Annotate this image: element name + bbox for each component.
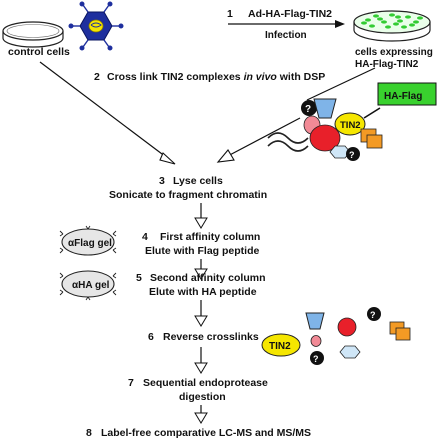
flag-gel-column-icon	[59, 225, 117, 256]
infected-cell-icon	[381, 20, 387, 24]
tin2-complex: ? TIN2 HA-Flag ?	[267, 82, 437, 161]
step-3-number: 3	[159, 175, 165, 187]
arrow-5-to-6	[194, 315, 208, 327]
infected-cell-icon	[377, 17, 383, 21]
infected-cell-icon	[369, 24, 375, 28]
step-8-number: 8	[86, 427, 92, 439]
infected-cell-icon	[385, 25, 391, 29]
tin2-free-icon	[261, 333, 301, 357]
step-4-number: 4	[142, 231, 148, 243]
control-to-lyse-arrow-line	[39, 61, 171, 161]
unknown-protein-icon	[301, 100, 317, 116]
adenovirus-icon	[68, 1, 124, 51]
dish-to-complex-line	[306, 67, 376, 101]
ha-gel-column-icon	[59, 270, 117, 301]
hexagon-protein-icon	[329, 145, 351, 159]
free-unknown-protein-icon	[367, 307, 381, 321]
infected-cell-icon	[389, 13, 395, 17]
step-8-line1: Label-free comparative LC-MS and MS/MS	[101, 427, 311, 439]
dish-label-line2: HA-Flag-TIN2	[355, 59, 419, 70]
free-pink-protein-icon	[310, 335, 322, 347]
infected-cell-icon	[401, 25, 407, 29]
step-1-sub: Infection	[265, 30, 307, 41]
step-5-number: 5	[136, 272, 142, 284]
complex-to-lyse-line	[223, 117, 301, 159]
infected-cell-icon	[405, 15, 411, 19]
infected-cell-icon	[365, 18, 371, 22]
arrow-6-to-7	[194, 362, 208, 374]
free-red-protein-icon	[337, 317, 357, 337]
arrow-4-to-5	[194, 268, 208, 280]
step-3-line2: Sonicate to fragment chromatin	[109, 189, 267, 201]
step-5-line1: Second affinity column	[150, 272, 266, 284]
control-cells-label: control cells	[8, 46, 70, 58]
step-7-line2: digestion	[179, 391, 226, 403]
step-7-line1: Sequential endoprotease	[143, 377, 268, 389]
infected-cell-icon	[361, 21, 367, 25]
red-protein-icon	[309, 124, 341, 152]
infected-cell-icon	[395, 15, 401, 19]
ha-flag-tag-icon	[377, 82, 437, 106]
step-3-line1: Lyse cells	[173, 175, 223, 187]
svg-text:TIN2: TIN2	[269, 341, 291, 352]
step-2-text: Cross link TIN2 complexes in vivo with D…	[107, 71, 325, 83]
step-2-number: 2	[94, 71, 100, 83]
step-5-line2: Elute with HA peptide	[149, 286, 257, 298]
free-hexagon-protein-icon	[339, 345, 361, 359]
svg-text:HA-Flag: HA-Flag	[384, 91, 422, 102]
complex-to-lyse-arrowhead	[216, 149, 235, 163]
flag-gel-label: αFlag gel	[68, 238, 112, 249]
infected-cell-icon	[409, 23, 415, 27]
control-cells-dish	[2, 21, 64, 48]
step-4-line1: First affinity column	[160, 231, 260, 243]
infected-cell-icon	[393, 22, 399, 26]
svg-text:?: ?	[305, 104, 311, 115]
ha-gel-label: αHA gel	[72, 280, 110, 291]
step-7-number: 7	[128, 377, 134, 389]
step-4-line2: Elute with Flag peptide	[145, 245, 259, 257]
svg-text:?: ?	[313, 354, 319, 364]
step-1-text: Ad-HA-Flag-TIN2	[248, 8, 332, 20]
blue-protein-icon	[313, 98, 337, 119]
infection-arrowhead	[335, 20, 345, 28]
svg-text:TIN2: TIN2	[340, 120, 361, 131]
step-1-number: 1	[227, 8, 233, 20]
released-proteins: TIN2 ? ?	[261, 307, 411, 365]
infected-cell-icon	[397, 19, 403, 23]
arrow-7-to-8	[194, 412, 208, 424]
free-blue-protein-icon	[305, 312, 325, 330]
chromatin-icon	[267, 132, 309, 152]
step-6-line1: Reverse crosslinks	[163, 331, 259, 343]
infected-cell-icon	[413, 20, 419, 24]
infected-cell-icon	[373, 14, 379, 18]
dish-label-line1: cells expressing	[355, 47, 433, 58]
infected-cells-dish	[353, 10, 431, 42]
arrow-3-to-4	[194, 217, 208, 229]
step-6-number: 6	[148, 331, 154, 343]
svg-text:?: ?	[349, 150, 355, 160]
infected-cell-icon	[417, 16, 423, 20]
tin2-icon	[334, 112, 366, 136]
svg-text:?: ?	[370, 310, 376, 320]
control-to-lyse-arrowhead	[159, 152, 176, 165]
